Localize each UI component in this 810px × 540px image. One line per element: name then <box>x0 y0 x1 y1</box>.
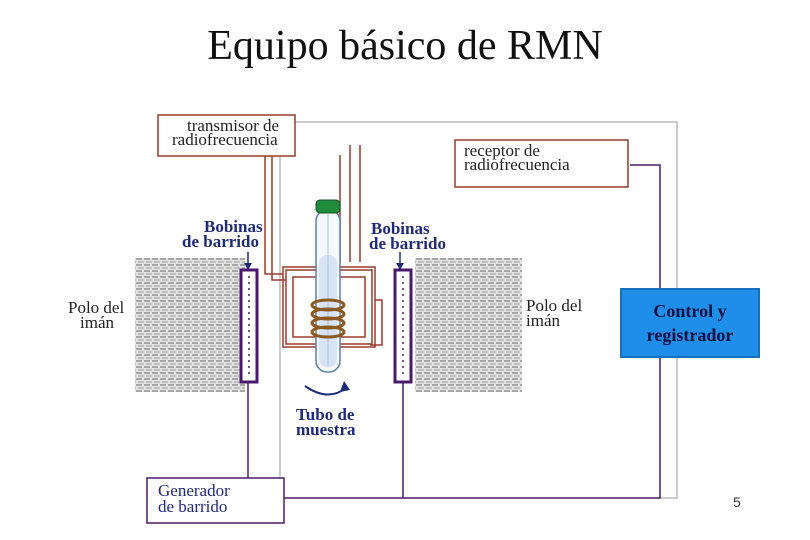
sweep-generator-label-1: Generador <box>158 481 230 500</box>
receiver-box <box>454 139 629 188</box>
sweep-generator-box <box>146 477 285 524</box>
control-label-1: Control y <box>653 301 727 321</box>
tube-cap <box>315 199 341 214</box>
magnet-pole-left-label-2: imán <box>80 313 114 332</box>
transmitter-label-1: transmisor de <box>187 116 280 135</box>
magnet-pole-right <box>415 258 522 392</box>
magnet-pole-left <box>135 258 245 392</box>
sweep-coils-right-label-2: de barrido <box>369 234 446 253</box>
sweep-coils-right-label-1: Bobinas <box>371 219 430 238</box>
transmitter-box <box>157 114 296 157</box>
magnet-pole-right-label-2: imán <box>526 311 560 330</box>
sweep-coils-left-label-1: Bobinas <box>204 217 263 236</box>
page-number: 5 <box>733 494 741 510</box>
receiver-label-2: radiofrecuencia <box>464 155 570 174</box>
sweep-coils-left-label-2: de barrido <box>182 232 259 251</box>
slide-title: Equipo básico de RMN <box>207 23 603 69</box>
sweep-generator-label-2: de barrido <box>158 497 228 516</box>
control-recorder-box: Control y registrador <box>620 288 760 358</box>
sample-tube-label-2: muestra <box>296 420 356 439</box>
receiver-label-1: receptor de <box>464 141 540 160</box>
magnet-pole-right-label-1: Polo del <box>526 296 583 315</box>
magnet-pole-left-label-1: Polo del <box>68 298 125 317</box>
transmitter-label-2: radiofrecuencia <box>172 130 278 149</box>
control-label-2: registrador <box>646 325 734 345</box>
sample-tube-label-1: Tubo de <box>296 405 355 424</box>
rf-coil-turns <box>310 298 346 339</box>
rotation-arrow <box>304 385 347 396</box>
